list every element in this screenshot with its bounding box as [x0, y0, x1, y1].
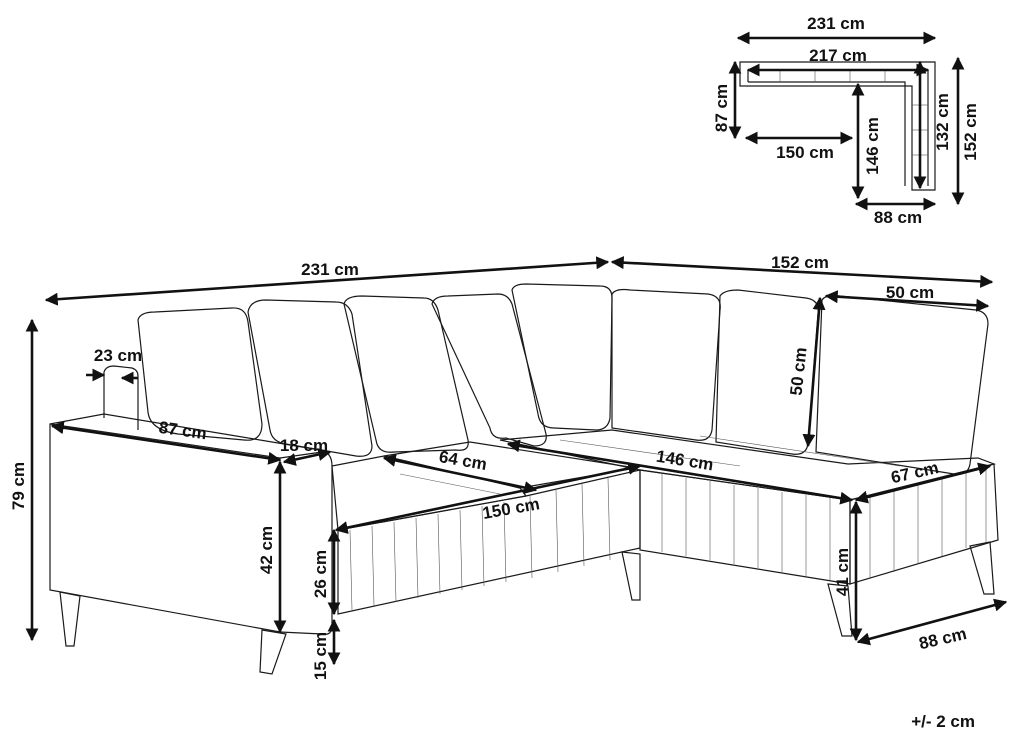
- leg-height: 15 cm: [311, 632, 330, 680]
- leg: [259, 629, 287, 675]
- arm-height: 42 cm: [257, 526, 276, 574]
- plan-chaise-outer-inner: 132 cm: [933, 93, 952, 151]
- back-cushion: [815, 294, 989, 475]
- overall-length: 231 cm: [301, 260, 359, 279]
- left-arm: [103, 365, 139, 430]
- chaise-depth: 88 cm: [917, 624, 968, 653]
- cushion-height: 50 cm: [787, 346, 811, 396]
- plan-inner-length: 217 cm: [809, 46, 867, 65]
- cushion-width: 50 cm: [886, 283, 934, 302]
- plan-left-depth: 87 cm: [712, 84, 731, 132]
- chaise-base-height: 41 cm: [833, 548, 852, 596]
- sofa-drawing: 231 cm 152 cm 50 cm 23 cm 79 cm 87 cm 18…: [9, 253, 1008, 680]
- tolerance-note: +/- 2 cm: [911, 712, 975, 731]
- leg: [621, 551, 641, 601]
- base-height: 26 cm: [311, 550, 330, 598]
- plan-outline: [739, 61, 936, 191]
- back-cushion: [137, 307, 263, 441]
- back-cushion: [511, 283, 613, 431]
- plan-overall-length: 231 cm: [807, 14, 865, 33]
- arm-top-width: 18 cm: [280, 436, 328, 455]
- arm-width: 23 cm: [94, 346, 142, 365]
- back-cushion: [343, 295, 469, 453]
- leg: [969, 541, 995, 595]
- back-cushion: [611, 288, 721, 441]
- plan-chaise-inner: 146 cm: [863, 117, 882, 175]
- plan-chaise-length: 152 cm: [961, 103, 980, 161]
- back-cushion: [247, 299, 373, 457]
- plan-chaise-width: 88 cm: [874, 208, 922, 227]
- chaise-base: [639, 469, 851, 585]
- total-height: 79 cm: [9, 462, 28, 510]
- plan-seat-length: 150 cm: [776, 143, 834, 162]
- leg: [59, 591, 81, 647]
- arm-depth: 87 cm: [158, 418, 208, 444]
- plan-view: 231 cm 217 cm 87 cm 150 cm 146 cm 132 cm…: [712, 14, 980, 227]
- chaise-seat-width: 67 cm: [889, 458, 940, 487]
- chaise-length: 152 cm: [771, 253, 829, 272]
